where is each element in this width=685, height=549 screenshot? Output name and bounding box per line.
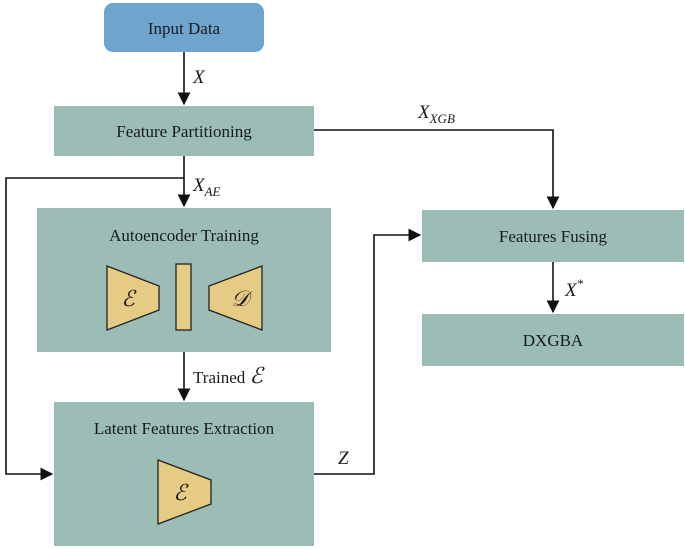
encoder-shape [106, 265, 160, 331]
edge-label-x-star: X* [564, 276, 584, 301]
edge-label-z: Z [338, 448, 349, 469]
features-fusing-box [422, 210, 684, 262]
features-fusing-label: Features Fusing [499, 227, 608, 246]
feature-partitioning-node: Feature Partitioning [54, 106, 314, 156]
edge-label-trained-encoder: Trained ℰ [193, 364, 266, 389]
decoder-shape [208, 265, 263, 331]
input-data-node: Input Data [104, 3, 264, 52]
encoder-symbol-extraction: ℰ [173, 481, 189, 506]
latent-bar [175, 263, 192, 331]
feature-partitioning-box [54, 106, 314, 156]
feature-partitioning-label: Feature Partitioning [116, 122, 252, 141]
edge-label-x: X [192, 67, 206, 88]
features-fusing-node: Features Fusing [422, 210, 684, 262]
dxgba-label: DXGBA [523, 331, 584, 350]
arrow-extraction-to-fusing [314, 228, 422, 475]
autoencoder-training-label: Autoencoder Training [109, 226, 259, 245]
decoder-symbol: 𝒟 [231, 287, 253, 312]
latent-features-extraction-label: Latent Features Extraction [94, 419, 275, 438]
edge-label-x-ae: XAE [192, 175, 221, 199]
latent-features-extraction-node: Latent Features Extraction ℰ [54, 402, 314, 546]
encoder-symbol: ℰ [121, 287, 137, 312]
input-data-box [104, 3, 264, 52]
arrow-partitioning-to-fusing [314, 129, 560, 210]
arrow-ae-features-to-extraction [5, 177, 184, 481]
edge-label-x-xgb: XXGB [417, 102, 455, 126]
input-data-label: Input Data [148, 19, 221, 38]
dxgba-box [422, 314, 684, 366]
dxgba-node: DXGBA [422, 314, 684, 366]
autoencoder-training-node: Autoencoder Training ℰ 𝒟 [37, 208, 331, 352]
encoder-shape-extraction [157, 459, 212, 525]
